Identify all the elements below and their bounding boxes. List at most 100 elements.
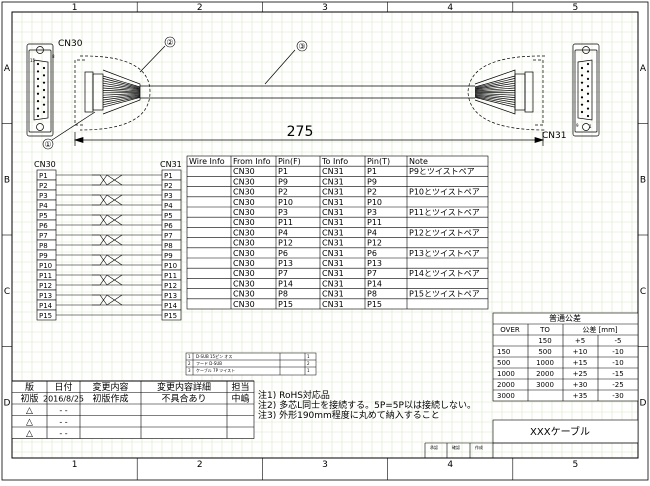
wire-table-cell: P8 bbox=[278, 290, 288, 299]
zone-col-bottom-5: 5 bbox=[573, 460, 579, 470]
wire-table-cell: P9とツイストペア bbox=[409, 167, 475, 176]
wiring-right-pin-label: P10 bbox=[164, 262, 177, 270]
wiring-left-pin-label: P4 bbox=[39, 202, 48, 210]
zone-col-bottom-4: 4 bbox=[447, 460, 453, 470]
revision-header: 変更内容 bbox=[92, 381, 128, 393]
revision-cell: 不具合あり bbox=[161, 393, 206, 405]
wiring-left-pin-label: P8 bbox=[39, 242, 48, 250]
wiring-left-pin-label: P9 bbox=[39, 252, 48, 260]
tolerance-cell: 1000 bbox=[497, 370, 515, 378]
wire-table-cell: P15 bbox=[278, 300, 293, 309]
zone-row-left-A: A bbox=[4, 64, 11, 74]
wire-table-cell: P10 bbox=[367, 198, 382, 207]
parts-name: D-SUB 15ピン オス bbox=[196, 354, 232, 359]
wire-table-cell: CN30 bbox=[233, 177, 255, 186]
wire-table-cell: CN31 bbox=[322, 279, 344, 288]
wiring-left-pin-label: P7 bbox=[39, 232, 48, 240]
wire-table-cell: P9 bbox=[367, 177, 377, 186]
tolerance-cell: -10 bbox=[612, 359, 623, 367]
length-label: 275 bbox=[287, 124, 314, 140]
wiring-left-pin-label: P1 bbox=[39, 172, 48, 180]
wire-table-cell: P4 bbox=[278, 228, 288, 237]
wiring-right-header: CN31 bbox=[160, 160, 182, 169]
wire-table-header: Pin(F) bbox=[278, 157, 301, 166]
connector-pin bbox=[43, 67, 45, 69]
zone-row-right-D: D bbox=[640, 398, 647, 408]
wire-table-cell: CN30 bbox=[233, 279, 255, 288]
note-3: 注3) 外形190mm程度に丸めて納入すること bbox=[258, 409, 440, 421]
zone-col-bottom-2: 2 bbox=[197, 460, 203, 470]
wiring-left-pin-label: P3 bbox=[39, 192, 48, 200]
wire-table-cell: CN31 bbox=[322, 249, 344, 258]
wiring-right-pin-label: P1 bbox=[164, 172, 173, 180]
wiring-left-pin-label: P10 bbox=[39, 262, 52, 270]
tolerance-cell: 500 bbox=[538, 348, 551, 356]
zone-row-right-B: B bbox=[640, 175, 646, 185]
wire-table-cell: P13 bbox=[367, 259, 382, 268]
connector-pin bbox=[37, 63, 39, 65]
wire-table-cell: P3 bbox=[278, 208, 288, 217]
tolerance-cell: 3000 bbox=[497, 392, 515, 400]
wire-table-cell: CN30 bbox=[233, 228, 255, 237]
wire-table-cell: CN31 bbox=[322, 300, 344, 309]
wire-table-cell: CN31 bbox=[322, 167, 344, 176]
wire-table-cell: P6 bbox=[367, 249, 377, 258]
revision-cell: 2016/8/25 bbox=[43, 395, 84, 404]
connector-pin bbox=[37, 107, 39, 109]
revision-cell: 初版 bbox=[20, 393, 38, 405]
wire-table-cell: CN31 bbox=[322, 177, 344, 186]
wiring-right-pin-label: P15 bbox=[164, 312, 177, 320]
wire-table-cell: CN30 bbox=[233, 249, 255, 258]
zone-col-top-5: 5 bbox=[573, 3, 579, 13]
wire-table-cell: P13 bbox=[278, 259, 293, 268]
connector-pin bbox=[43, 82, 45, 84]
svg-text:②: ② bbox=[166, 38, 173, 47]
connector-pin bbox=[43, 74, 45, 76]
tolerance-cell: 150 bbox=[538, 337, 551, 345]
revision-header: 版 bbox=[25, 381, 34, 393]
parts-name: ケーブル 7P ツイスト bbox=[196, 367, 235, 373]
tolerance-cell: 150 bbox=[497, 348, 510, 356]
tolerance-header: 公差 [mm] bbox=[582, 325, 618, 334]
wire-table-cell: P11とツイストペア bbox=[409, 208, 480, 217]
connector-pin bbox=[587, 70, 589, 72]
zone-row-left-B: B bbox=[4, 175, 10, 185]
wire-table-cell: P13とツイストペア bbox=[409, 249, 480, 258]
connector-pin bbox=[37, 85, 39, 87]
connector-pin bbox=[587, 115, 589, 117]
connector-pin bbox=[581, 111, 583, 113]
zone-col-bottom-3: 3 bbox=[322, 460, 328, 470]
revision-cell: △ bbox=[26, 418, 33, 428]
wiring-left-pin-label: P15 bbox=[39, 312, 52, 320]
connector-pin bbox=[587, 63, 589, 65]
wiring-right-pin-label: P14 bbox=[164, 302, 178, 310]
wire-table-cell: P12 bbox=[278, 239, 293, 248]
wire-table-cell: CN31 bbox=[322, 228, 344, 237]
revision-cell: △ bbox=[26, 406, 33, 416]
wire-table-cell: CN31 bbox=[322, 218, 344, 227]
zone-row-right-A: A bbox=[640, 64, 647, 74]
wire-table-cell: P12 bbox=[367, 239, 382, 248]
revision-cell: - - bbox=[59, 418, 67, 427]
connector-left-label: CN30 bbox=[58, 39, 83, 49]
zone-col-bottom-1: 1 bbox=[72, 460, 78, 470]
tolerance-header: TO bbox=[539, 326, 550, 334]
connector-pin bbox=[587, 78, 589, 80]
wire-table-cell: CN30 bbox=[233, 259, 255, 268]
wiring-right-pin-label: P6 bbox=[164, 222, 173, 230]
revision-cell: 中嶋 bbox=[231, 393, 249, 405]
wire-table-cell: CN30 bbox=[233, 269, 255, 278]
revision-cell: - - bbox=[59, 429, 67, 438]
zone-row-left-D: D bbox=[4, 398, 11, 408]
tolerance-cell: -25 bbox=[612, 381, 623, 389]
tolerance-cell: +15 bbox=[573, 359, 588, 367]
balloon-1: ① bbox=[43, 139, 53, 149]
zone-row-left-C: C bbox=[4, 287, 10, 297]
connector-pin bbox=[581, 96, 583, 98]
wiring-left-pin-label: P12 bbox=[39, 282, 52, 290]
wiring-left-pin-label: P13 bbox=[39, 292, 52, 300]
wiring-left-pin-label: P14 bbox=[39, 302, 53, 310]
wire-table-cell: CN30 bbox=[233, 198, 255, 207]
wire-table-cell: CN30 bbox=[233, 218, 255, 227]
